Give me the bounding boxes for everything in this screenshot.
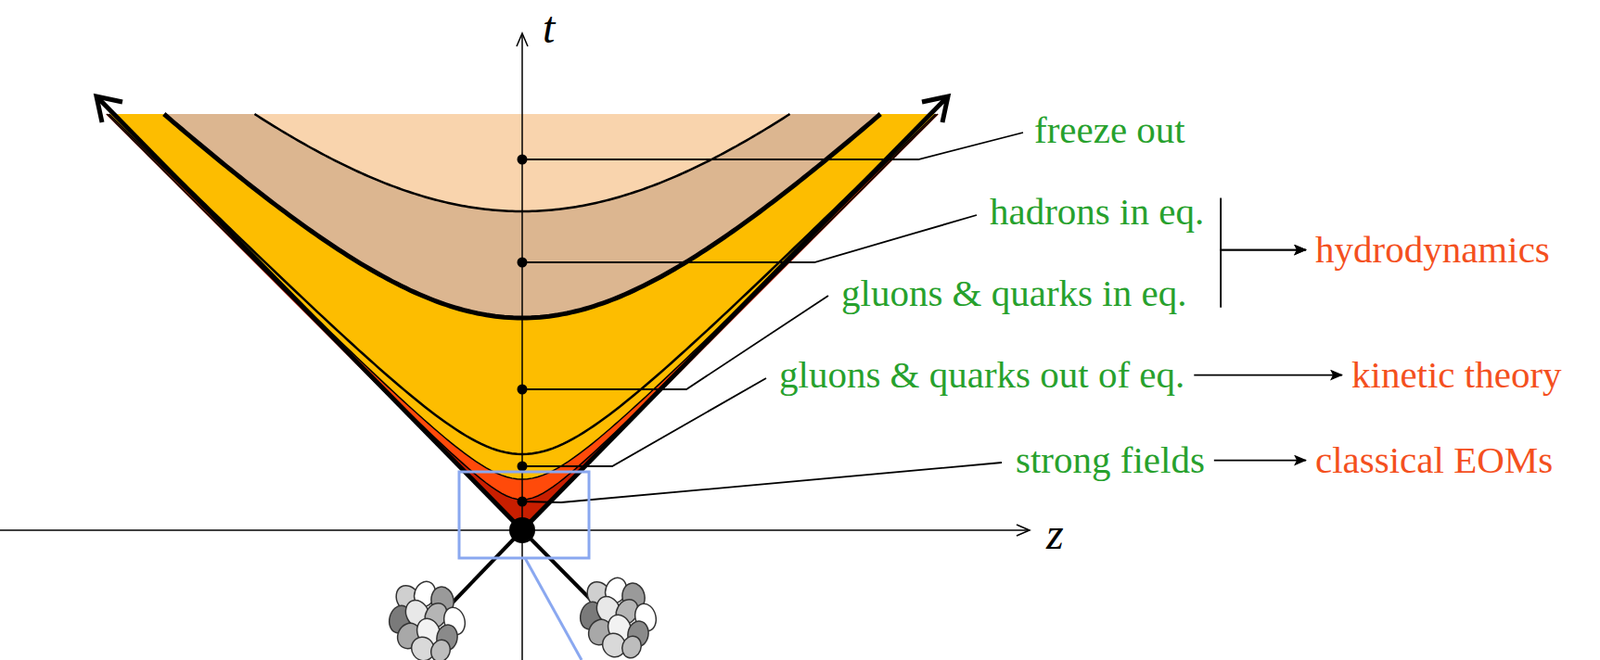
- stage-label: gluons & quarks out of eq.: [777, 353, 1187, 397]
- stage-label: hadrons in eq.: [987, 190, 1206, 234]
- zoom-line: [524, 558, 582, 660]
- leader-line: [522, 215, 977, 263]
- label-text: kinetic theory: [1351, 353, 1562, 397]
- axis-label: z: [1046, 510, 1064, 560]
- t-axis: [521, 33, 524, 660]
- nucleus-track: [452, 530, 523, 603]
- theory-label: classical EOMs: [1313, 438, 1555, 483]
- leader-line: [522, 462, 1002, 503]
- connector-arrow: [1220, 197, 1306, 250]
- connector-arrow: [1214, 460, 1306, 462]
- connector-arrow: [1193, 374, 1343, 377]
- stage-label: freeze out: [1032, 108, 1188, 153]
- axis-arrow: [1016, 524, 1030, 537]
- theory-label: kinetic theory: [1349, 353, 1564, 397]
- cone-arrow: [96, 96, 123, 123]
- dot: [517, 154, 528, 166]
- nucleus: [576, 575, 659, 660]
- cone-arrow: [921, 96, 948, 123]
- leader-line: [522, 132, 1024, 160]
- zoom-box: [459, 472, 589, 559]
- dot: [517, 257, 528, 269]
- label-text: hydrodynamics: [1315, 228, 1550, 272]
- axis-label: t: [542, 3, 555, 53]
- theory-label: hydrodynamics: [1313, 228, 1552, 272]
- connector-arrow: [1220, 250, 1306, 308]
- label-text: gluons & quarks out of eq.: [779, 353, 1185, 397]
- dot: [517, 461, 528, 473]
- label-text: hadrons in eq.: [989, 190, 1204, 234]
- dot: [517, 384, 528, 396]
- nucleus-track: [522, 530, 594, 603]
- leader-line: [522, 378, 767, 467]
- axis-arrow: [516, 33, 528, 47]
- stage-label: gluons & quarks in eq.: [839, 271, 1189, 316]
- dot: [517, 497, 528, 508]
- label-text: classical EOMs: [1315, 438, 1553, 483]
- label-text: freeze out: [1034, 108, 1186, 153]
- light-cone: [98, 98, 523, 531]
- stage-label: strong fields: [1013, 438, 1207, 483]
- label-text: strong fields: [1015, 438, 1205, 483]
- label-text: gluons & quarks in eq.: [841, 271, 1187, 316]
- nucleus: [385, 578, 468, 660]
- collision-point: [509, 517, 536, 544]
